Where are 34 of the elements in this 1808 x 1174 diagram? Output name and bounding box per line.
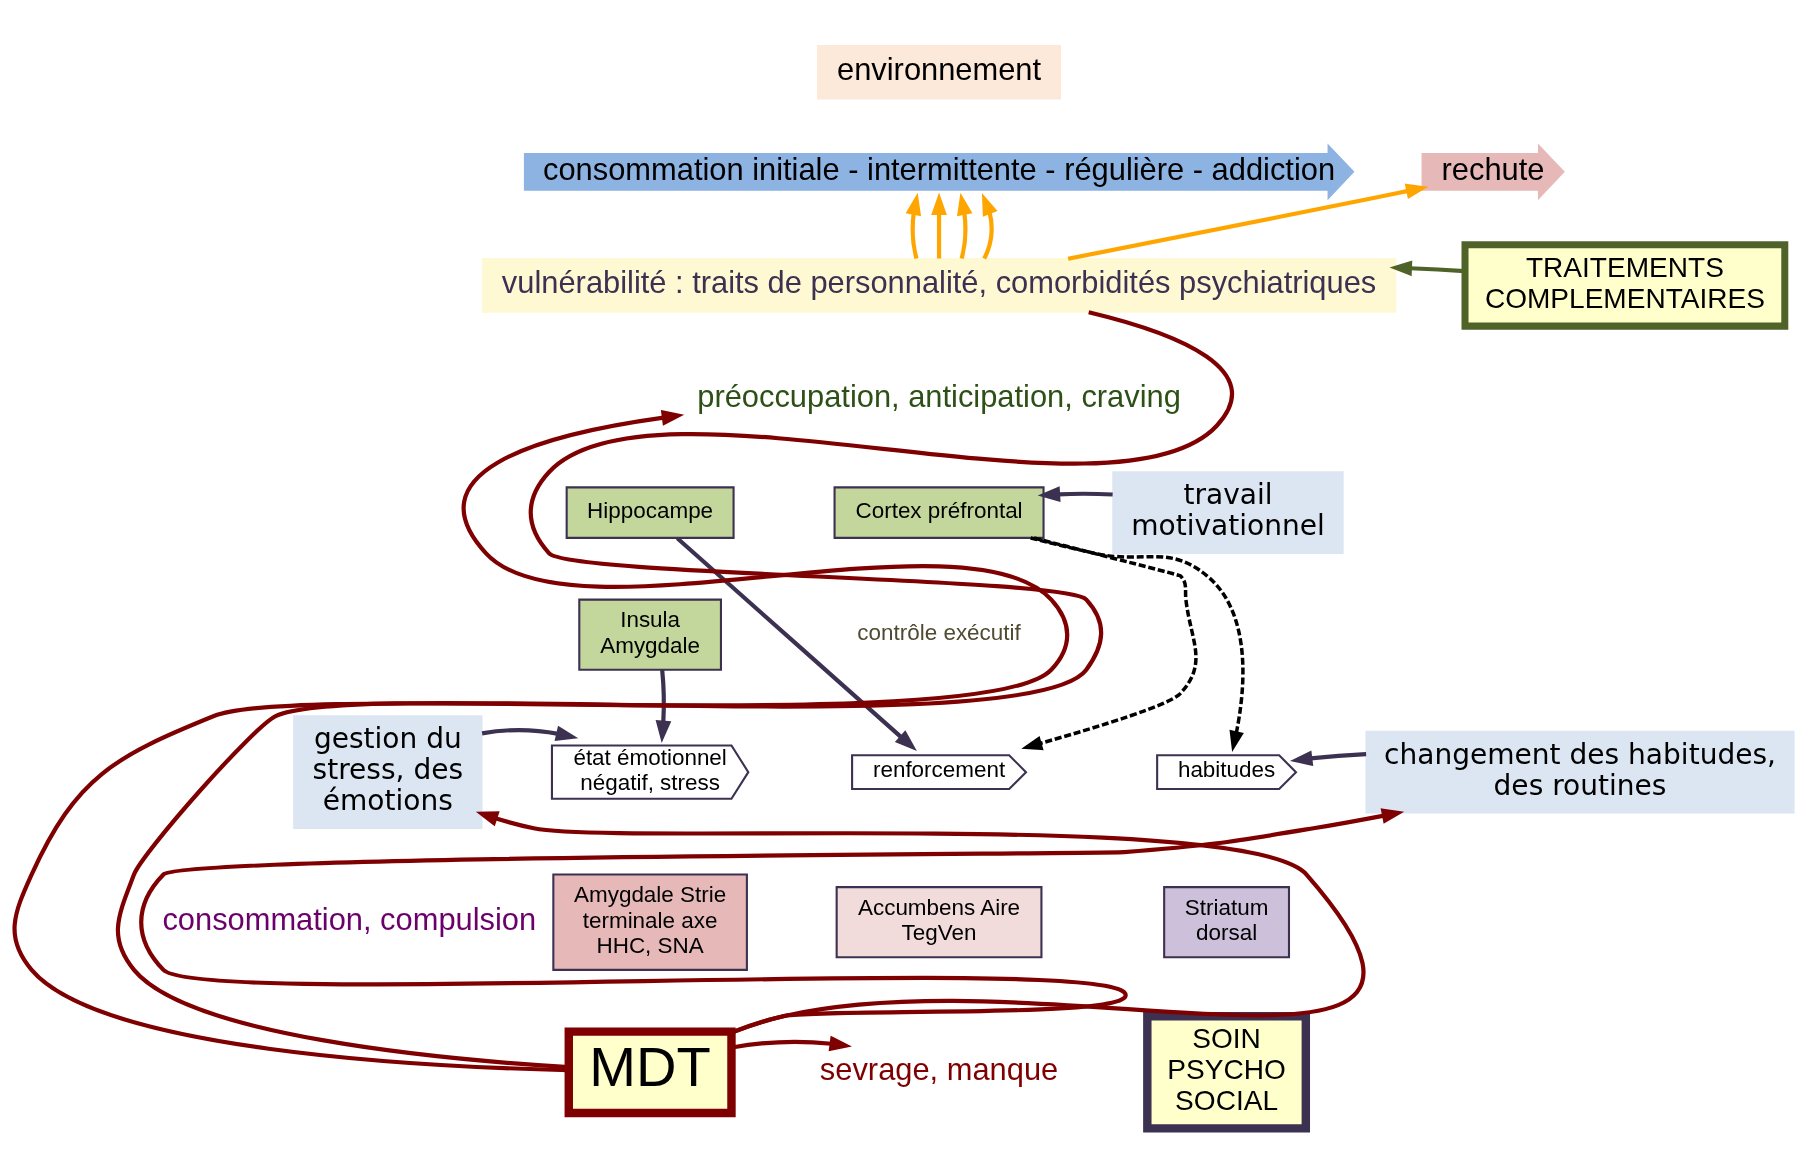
node-box: changement des habitudes, des routines [1365,730,1795,814]
node-box: travail motivationnel [1112,471,1344,555]
arrow [1289,750,1367,767]
arrow [981,193,998,260]
node-text: sevrage, manque [819,1052,1059,1088]
arrow [655,669,672,744]
node-box: SOIN PSYCHO SOCIAL [1143,1011,1311,1133]
node-box: Striatum dorsal [1163,886,1291,959]
node-box: TRAITEMENTS COMPLEMENTAIRES [1461,241,1789,330]
connector [116,310,1234,1070]
arrow [905,192,922,259]
arrow [1037,486,1113,503]
label: contrôle exécutif [857,620,1021,646]
arrow [481,725,579,742]
node-box: Cortex préfrontal [833,486,1045,539]
arrow [675,536,917,752]
arrow [12,410,1069,1073]
node-box: vulnérabilité : traits de personnalité, comorbidités psychiatriques [481,258,1397,313]
node-box: Hippocampe [565,486,735,539]
arrow [957,192,973,259]
node-box: environnement [817,44,1062,100]
arrow [139,808,1405,1035]
node-box: Insula Amygdale [578,598,722,671]
node-text: préoccupation, anticipation, craving [697,378,1181,414]
node-box: gestion du stress, des émotions [293,715,483,829]
arrow [1030,536,1245,752]
arrow [1389,260,1465,277]
node-box: Accumbens Aire TegVen [835,886,1043,959]
arrow [1021,536,1198,751]
edge-label: consommation, compulsion [162,902,537,938]
arrow [931,192,947,259]
arrow [1067,183,1429,261]
node-box: Amygdale Strie terminale axe HHC, SNA [552,873,748,971]
node-box: MDT [564,1027,736,1118]
